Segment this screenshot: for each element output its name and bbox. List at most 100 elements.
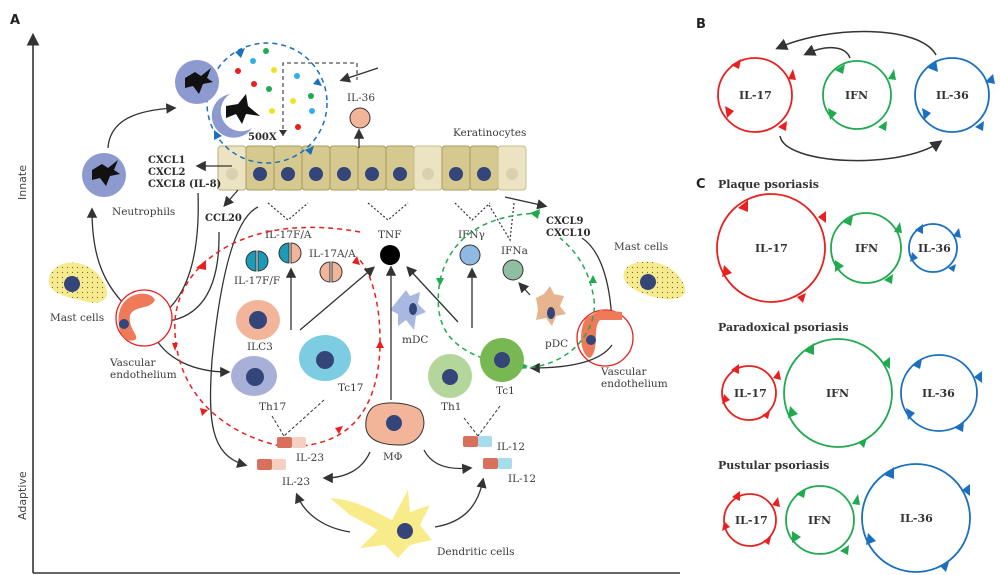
il12-receptor-b [483,458,512,469]
macrophage-label: MΦ [383,451,403,463]
axis-label-adaptive: Adaptive [16,471,29,520]
il17aa-label: IL-17A/A [309,248,356,260]
neutrophils-label: Neutrophils [112,206,175,218]
arrow-ifn-to-il17 [803,44,851,59]
plaque-il36-loop [908,223,961,273]
tc17-cell [299,335,351,381]
ifng-cytokine [459,244,481,266]
vessel-nucleus [119,319,129,329]
paradoxical-ifn-loop [783,338,893,448]
arrow [434,477,487,528]
vascular-right-label-1: Vascular [600,366,648,378]
pdc-cell [536,286,566,326]
pustular-il17-text: IL-17 [735,514,768,527]
arrow [299,266,375,331]
pustular-ifn-text: IFN [808,514,831,527]
loop-arrowhead [352,256,360,265]
ifng-label: IFNγ [458,229,485,241]
pustular-il36-loop [861,463,971,573]
loop-arrowhead [313,78,322,86]
tc17-label: Tc17 [338,382,363,394]
ifna-label: IFNa [501,245,528,257]
mast-cells-right-label: Mast cells [614,241,668,253]
loop-arrowhead [335,426,343,434]
mast-cell-nucleus [640,274,656,290]
axis-label-innate: Innate [16,165,29,200]
magnification-frame [282,62,358,136]
arrow [339,67,379,83]
panel-b-il17-loop [717,57,796,133]
macrophage-cell [365,402,425,446]
arrow [504,196,548,210]
arrow [581,237,617,325]
il12-receptor-a [463,436,492,447]
neutrophil-crescent [211,94,260,138]
arrow-il36-to-il17 [775,30,937,56]
loop-arrowhead [436,278,444,286]
ilc3-label: ILC3 [247,341,273,353]
vessel-wall [581,310,622,358]
il12-label-b: IL-12 [508,473,536,485]
paradoxical-il17-loop [721,364,781,421]
magnification-label: 500X [248,132,277,143]
dashed-links [271,399,501,437]
il23-label-b: IL-23 [282,476,310,488]
panel-b-ifn-loop [822,60,896,131]
il36-label: IL-36 [347,92,375,104]
vascular-left-label-1: Vascular [109,357,157,369]
mdc-label: mDC [402,334,428,346]
vessel-nucleus [586,335,596,345]
plaque-il17-text: IL-17 [755,242,788,255]
arrow [423,449,473,474]
keratinocyte-layer [217,145,527,191]
th1-label: Th1 [441,401,461,413]
loop-arrowhead [235,48,245,58]
panel-b-il36-text: IL-36 [936,89,969,102]
il17-loop [174,226,381,448]
th17-cell [231,356,277,396]
plaque-il17-loop [716,193,826,303]
arrow [529,344,613,374]
loop-arrowhead [214,130,222,140]
arrow [107,103,177,149]
arrow [518,282,531,296]
chemokine-cxcl2: CXCL2 [148,167,186,178]
panel-b-ifn-text: IFN [845,89,868,102]
dendritic-cell [330,490,432,558]
arrow-il17-to-il36 [779,135,943,162]
pustular-il17-loop [722,491,780,547]
il12-label-a: IL-12 [497,441,525,453]
subtype-title-plaque: Plaque psoriasis [718,178,819,191]
il17ff-label: IL-17F/F [234,275,280,287]
mdc-cell [390,290,426,330]
magnification-arrowhead [279,130,287,136]
chemokine-cxcl1: CXCL1 [148,155,186,166]
tnf-label: TNF [378,229,401,241]
loop-arrowhead [530,209,540,219]
il23-label-a: IL-23 [296,452,324,464]
il36-cytokine [349,107,371,129]
neutrophil-cell [175,60,219,104]
loop-arrowhead [200,408,208,416]
th1-cell [428,354,472,398]
panel-c-label: C [696,177,706,192]
il17fa-label: IL-17F/A [265,229,312,241]
loop-arrowhead [589,275,597,283]
tc1-label: Tc1 [496,385,515,397]
pustular-ifn-loop [785,485,860,555]
chemokine-cxcl8: CXCL8 (IL-8) [148,179,221,190]
il17ff-dimer [245,250,269,272]
il17aa-dimer [319,261,343,283]
arrow [322,451,371,484]
paradoxical-ifn-text: IFN [826,387,849,400]
loop-arrowhead [376,340,384,348]
il23-receptor-a [277,437,306,448]
subtype-title-pustular: Pustular psoriasis [718,459,829,472]
arrow [223,189,239,207]
loop-arrowhead [196,260,206,270]
arrow [406,266,459,323]
neutrophil-cell [82,153,126,197]
il23-receptor-b [257,459,286,470]
arrow [86,207,127,307]
